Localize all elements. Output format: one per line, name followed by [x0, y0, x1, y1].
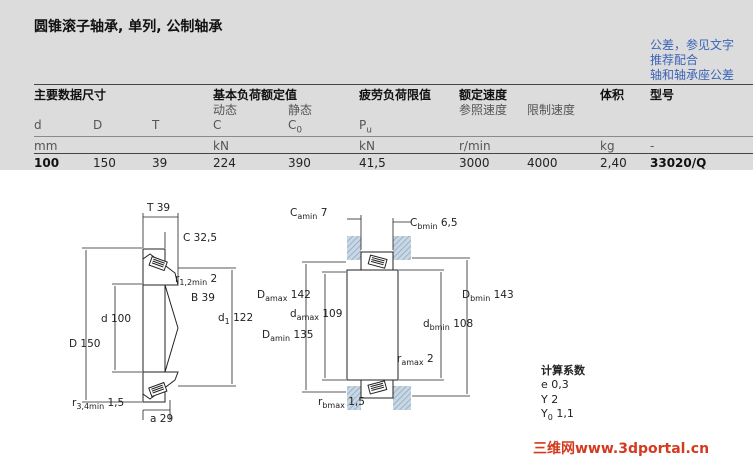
calc-title: 计算系数 — [541, 364, 585, 377]
calc-Y: Y 2 — [541, 393, 559, 406]
subheader-static: 静态 — [288, 103, 313, 117]
dim-Dbmin: Dbmin 143 — [462, 289, 514, 304]
header-dims: 主要数据尺寸 — [34, 88, 107, 102]
unit-mass: kg — [600, 139, 615, 153]
dim-T: T 39 — [147, 202, 171, 214]
subheader-dynamic: 动态 — [213, 103, 238, 117]
dim-Cbmin: Cbmin 6,5 — [410, 217, 458, 232]
dim-d1: d1 122 — [218, 312, 254, 327]
header-speeds: 额定速度 — [459, 88, 508, 102]
dim-rbmax: rbmax 1,5 — [318, 396, 365, 411]
dim-dbmin: dbmin 108 — [423, 318, 474, 333]
dim-Camin: Camin 7 — [290, 207, 328, 222]
unit-dims: mm — [34, 139, 58, 153]
dim-r34: r3,4min 1,5 — [72, 397, 125, 412]
link-shaft-housing-tolerances[interactable]: 轴和轴承座公差 — [650, 68, 735, 82]
dim-Damin: Damin 135 — [262, 329, 314, 344]
symbol-Pu: Pu — [359, 118, 372, 136]
symbol-d: d — [34, 118, 42, 132]
dim-a: a 29 — [150, 413, 174, 425]
subheader-limit-speed: 限制速度 — [527, 103, 576, 117]
bearing-section-drawing — [82, 213, 236, 420]
symbol-D: D — [93, 118, 103, 132]
symbol-C: C — [213, 118, 222, 132]
link-recommended-fits[interactable]: 推荐配合 — [650, 53, 699, 67]
header-fatigue: 疲劳负荷限值 — [359, 88, 432, 102]
cell-designation: 33020/Q — [650, 156, 707, 170]
cell-d: 100 — [34, 156, 60, 170]
cell-C0: 390 — [288, 156, 311, 170]
symbol-T: T — [152, 118, 160, 132]
header-designation: 型号 — [650, 88, 675, 102]
cell-Pu: 41,5 — [359, 156, 386, 170]
subheader-ref-speed: 参照速度 — [459, 103, 508, 117]
dim-r12: r1,2min 2 — [175, 273, 218, 288]
mounting-dimensions-drawing — [302, 215, 470, 410]
unit-fatigue: kN — [359, 139, 375, 153]
header-loads: 基本负荷额定值 — [213, 88, 298, 102]
cell-ref-speed: 3000 — [459, 156, 490, 170]
cell-mass: 2,40 — [600, 156, 627, 170]
link-tolerances[interactable]: 公差，参见文字 — [650, 38, 735, 52]
dim-D: D 150 — [69, 338, 101, 350]
unit-loads: kN — [213, 139, 229, 153]
watermark: 三维网www.3dportal.cn — [533, 441, 710, 457]
link-list: 公差，参见文字 推荐配合 轴和轴承座公差 — [650, 38, 734, 83]
dim-B: B 39 — [191, 292, 215, 304]
page-title: 圆锥滚子轴承, 单列, 公制轴承 — [34, 19, 223, 35]
cell-D: 150 — [93, 156, 116, 170]
dim-Damax: Damax 142 — [257, 289, 311, 304]
symbol-C0: C0 — [288, 118, 303, 136]
dim-ramax: ramax 2 — [397, 353, 434, 368]
unit-designation: - — [650, 139, 655, 153]
dim-C: C 32,5 — [183, 232, 218, 244]
dim-d: d 100 — [101, 313, 132, 325]
table-rule-units — [34, 136, 753, 137]
dim-damax: damax 109 — [290, 308, 343, 323]
unit-speed: r/min — [459, 139, 491, 153]
calc-Y0: Y0 1,1 — [541, 407, 574, 423]
calc-e: e 0,3 — [541, 378, 569, 391]
table-rule-data — [34, 153, 753, 154]
header-mass: 体积 — [600, 88, 625, 102]
cell-limit-speed: 4000 — [527, 156, 558, 170]
cell-C: 224 — [213, 156, 236, 170]
cell-T: 39 — [152, 156, 168, 170]
table-top-rule — [34, 84, 753, 85]
header-panel: 圆锥滚子轴承, 单列, 公制轴承 公差，参见文字 推荐配合 轴和轴承座公差 主要… — [0, 0, 753, 170]
